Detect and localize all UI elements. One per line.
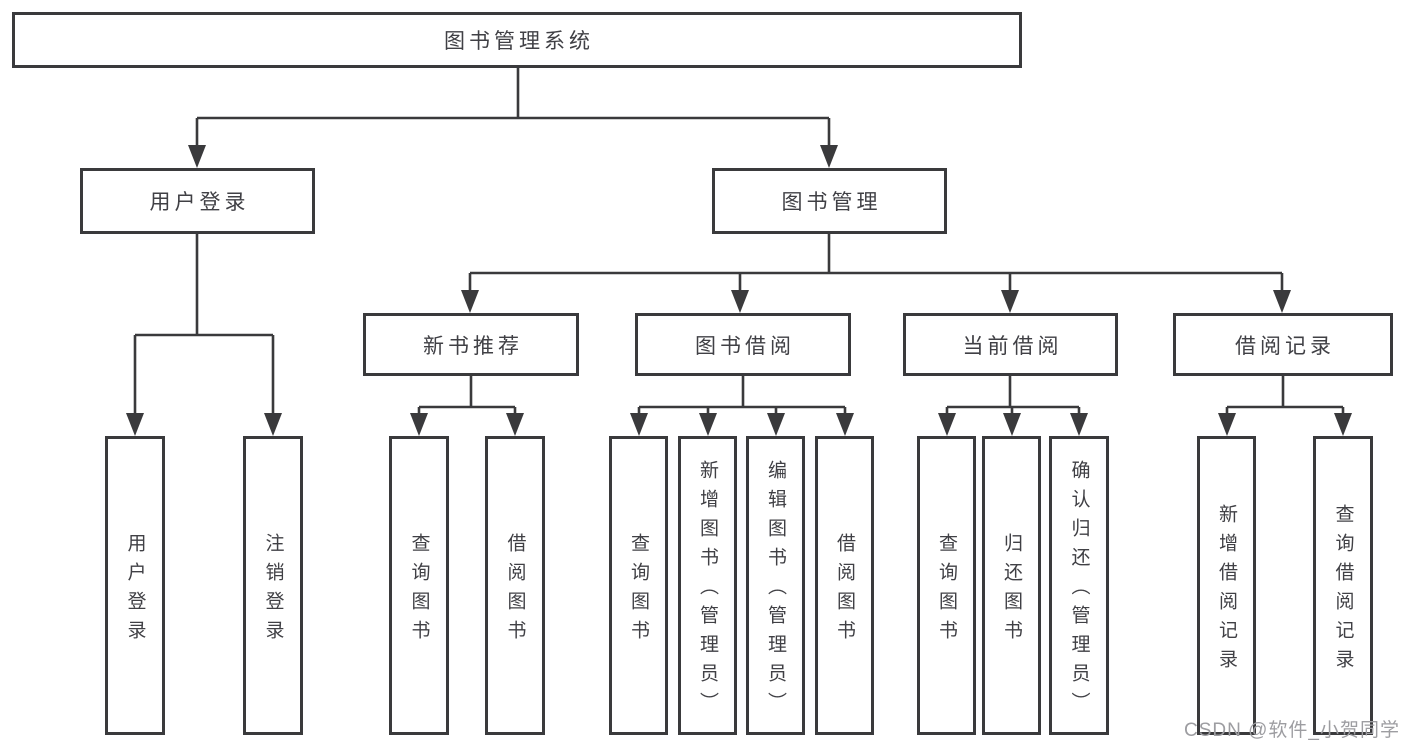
node-label: 借阅图书 <box>834 532 855 649</box>
leaf-edit-book-admin: 编辑图书（管理员） <box>746 436 805 735</box>
leaf-query-book-current: 查询图书 <box>917 436 976 735</box>
node-current-borrow: 当前借阅 <box>903 313 1118 376</box>
arrow-down-icons <box>126 145 1352 436</box>
node-label: 查询借阅记录 <box>1332 503 1354 678</box>
node-label: 用户登录 <box>149 191 250 214</box>
node-book-management: 图书管理 <box>712 168 947 234</box>
leaf-borrow-book: 借阅图书 <box>815 436 874 735</box>
node-borrow-records: 借阅记录 <box>1173 313 1393 376</box>
node-label: 新增图书（管理员） <box>697 460 718 721</box>
node-label: 图书借阅 <box>695 334 795 358</box>
node-label: 注销登录 <box>262 532 284 649</box>
node-label: 归还图书 <box>1001 532 1022 649</box>
node-label: 查询图书 <box>628 532 649 649</box>
leaf-add-book-admin: 新增图书（管理员） <box>678 436 737 735</box>
leaf-logout: 注销登录 <box>243 436 303 735</box>
node-label: 借阅图书 <box>504 532 526 649</box>
node-label: 查询图书 <box>936 532 957 649</box>
leaf-borrow-book-recommend: 借阅图书 <box>485 436 545 735</box>
leaf-user-login: 用户登录 <box>105 436 165 735</box>
tree-edges <box>133 68 1345 420</box>
node-label: 图书管理 <box>781 191 882 214</box>
node-root: 图书管理系统 <box>12 12 1022 68</box>
leaf-query-borrow-record: 查询借阅记录 <box>1313 436 1373 735</box>
node-label: 确认归还（管理员） <box>1068 460 1090 721</box>
node-label: 借阅记录 <box>1235 334 1335 358</box>
node-new-book-recommend: 新书推荐 <box>363 313 579 376</box>
node-label: 编辑图书（管理员） <box>765 460 786 721</box>
node-label: 图书管理系统 <box>444 30 594 53</box>
csdn-watermark: CSDN @软件_小贺同学 <box>1184 720 1400 741</box>
leaf-return-book: 归还图书 <box>982 436 1041 735</box>
leaf-query-book-borrow: 查询图书 <box>609 436 668 735</box>
node-label: 用户登录 <box>124 532 146 649</box>
leaf-add-borrow-record: 新增借阅记录 <box>1197 436 1256 735</box>
node-label: 新增借阅记录 <box>1216 503 1237 678</box>
leaf-confirm-return-admin: 确认归还（管理员） <box>1049 436 1109 735</box>
node-user-login: 用户登录 <box>80 168 315 234</box>
leaf-query-book-recommend: 查询图书 <box>389 436 449 735</box>
node-label: 查询图书 <box>408 532 430 649</box>
node-book-borrow: 图书借阅 <box>635 313 851 376</box>
node-label: 当前借阅 <box>962 334 1063 358</box>
node-label: 新书推荐 <box>423 334 523 358</box>
